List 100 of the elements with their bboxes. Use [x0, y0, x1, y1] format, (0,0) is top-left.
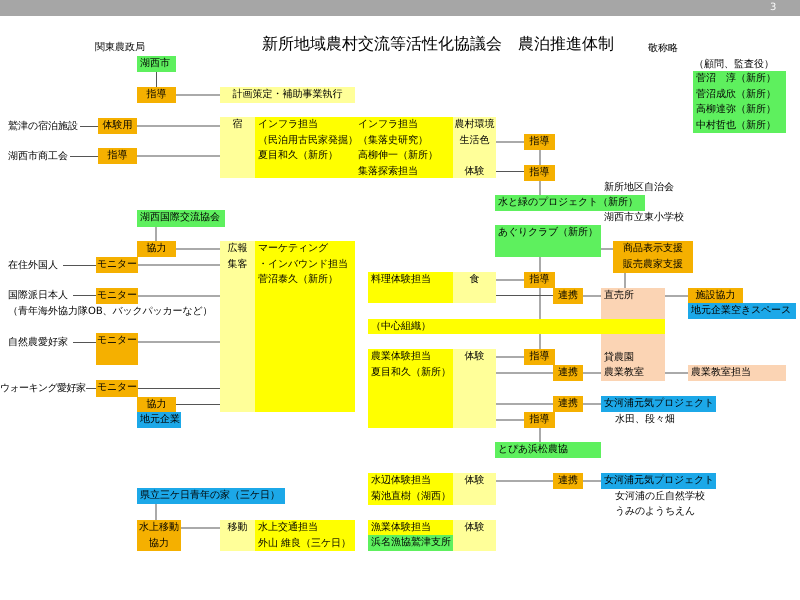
connector-line: [176, 404, 220, 405]
node-text: 水と緑のプロジェクト（新所）: [498, 196, 638, 210]
node-text: 農村環境: [454, 118, 496, 132]
category-column: [453, 520, 496, 551]
node-text: 女河浦元気プロジェクト: [604, 474, 714, 488]
node-text: 夏目和久（新所）: [258, 148, 338, 163]
node-text: マーケティング: [258, 242, 328, 256]
node-text: 協力: [148, 536, 170, 550]
caption-text: 水田、段々畑: [615, 413, 675, 427]
connector-line: [62, 265, 96, 266]
organization-label: 国際派日本人: [8, 288, 73, 303]
node-text: 体験: [464, 350, 486, 364]
task-panel: [255, 241, 355, 412]
node-text: 指導: [106, 148, 128, 163]
node-text: 施設協力: [694, 288, 736, 303]
node-text: 夏目和久（新所）: [371, 366, 451, 380]
category-column: [220, 241, 255, 412]
node-text: 指導: [528, 350, 550, 364]
role-tag: [96, 333, 138, 365]
organization-label: 鷲津の宿泊施設: [8, 119, 80, 134]
node-text: 連携: [557, 396, 579, 411]
node-text: 連携: [557, 288, 579, 303]
connector-line: [496, 372, 554, 374]
organization-label: ウォーキング愛好家: [0, 381, 86, 396]
node-text: 計画策定・補助事業執行: [232, 88, 344, 102]
organization-tag: [137, 210, 225, 227]
connector-line: [582, 480, 602, 482]
node-text: 協力: [146, 242, 168, 256]
node-text: （民泊用古民家発掘）: [258, 134, 358, 148]
role-tag: [553, 396, 583, 412]
connector-line: [496, 171, 524, 172]
node-text: モニター: [96, 334, 138, 348]
role-tag: [137, 397, 176, 412]
role-tag: [613, 241, 693, 273]
node-text: 販売農家支援: [622, 258, 684, 272]
connector-line: [496, 295, 554, 296]
task-panel: [368, 319, 665, 334]
node-text: 体験: [464, 521, 486, 535]
role-tag: [524, 272, 555, 288]
node-text: ・インバウンド担当: [258, 258, 348, 272]
category-column: [220, 520, 255, 551]
connector-line: [600, 248, 614, 250]
node-text: 移動: [226, 521, 248, 535]
organization-tag: [495, 442, 601, 458]
connector-line: [86, 388, 96, 389]
category-column: [453, 349, 496, 428]
role-tag: [553, 365, 583, 381]
node-text: 体験: [464, 474, 486, 488]
page-number: 3: [770, 1, 776, 15]
role-tag: [524, 412, 555, 428]
node-text: 貸農園: [604, 350, 634, 364]
category-column: [453, 272, 496, 303]
connector-line: [664, 372, 688, 374]
connector-line: [72, 295, 96, 296]
diagram-title: 新所地域農村交流等活性化協議会 農泊推進体制: [262, 34, 614, 54]
node-text: モニター: [96, 258, 138, 272]
node-text: （中心組織）: [371, 320, 431, 334]
node-text: 水辺体験担当: [371, 474, 431, 488]
node-text: 湖西国際交流協会: [140, 210, 220, 225]
node-text: 県立三ケ日青年の家（三ケ日）: [140, 488, 280, 503]
task-panel: [368, 520, 453, 536]
role-tag: [137, 520, 181, 551]
node-text: 高柳伸一（新所）: [358, 148, 438, 163]
node-text: 商品表示支援: [622, 242, 684, 256]
node-text: とぴあ浜松農協: [498, 442, 568, 457]
role-tag: [553, 473, 583, 489]
task-panel: [368, 272, 453, 303]
node-text: 外山 維良（三ケ日）: [258, 536, 352, 550]
node-text: 女河浦元気プロジェクト: [604, 396, 714, 411]
node-text: 地元企業: [140, 412, 180, 427]
connector-line: [176, 248, 220, 250]
category-column: [453, 117, 496, 178]
role-tag: [524, 165, 555, 181]
task-panel: [368, 349, 453, 428]
category-column: [220, 117, 255, 178]
node-text: あぐりクラブ（新所）: [498, 226, 598, 240]
node-text: モニター: [96, 381, 138, 395]
caption-text: 新所地区自治会: [604, 181, 674, 195]
connector-line: [624, 272, 626, 288]
node-text: インフラ担当: [358, 118, 418, 132]
caption-text: （青年海外協力隊OB、バックパッカーなど）: [8, 305, 213, 319]
node-text: 指導: [528, 272, 550, 287]
node-text: 集落探索担当: [358, 164, 418, 178]
node-text: モニター: [96, 289, 138, 303]
node-text: 体験: [464, 164, 486, 178]
node-text: 指導: [528, 166, 550, 180]
facility-panel: [601, 288, 665, 319]
connector-line: [70, 156, 98, 157]
node-text: 農業体験担当: [371, 350, 431, 364]
node-text: 漁業体験担当: [371, 520, 431, 535]
role-tag: [137, 87, 176, 103]
connector-line: [496, 356, 524, 358]
node-text: 菅沼成欣（新所）: [696, 88, 776, 102]
role-tag: [688, 288, 743, 304]
node-text: 集客: [226, 258, 248, 272]
task-panel: [355, 117, 453, 178]
connector-line: [176, 94, 220, 96]
node-text: 中村哲也（新所）: [696, 118, 776, 132]
node-text: 地元企業空きスペース: [691, 304, 791, 318]
node-text: 広報: [226, 242, 248, 256]
